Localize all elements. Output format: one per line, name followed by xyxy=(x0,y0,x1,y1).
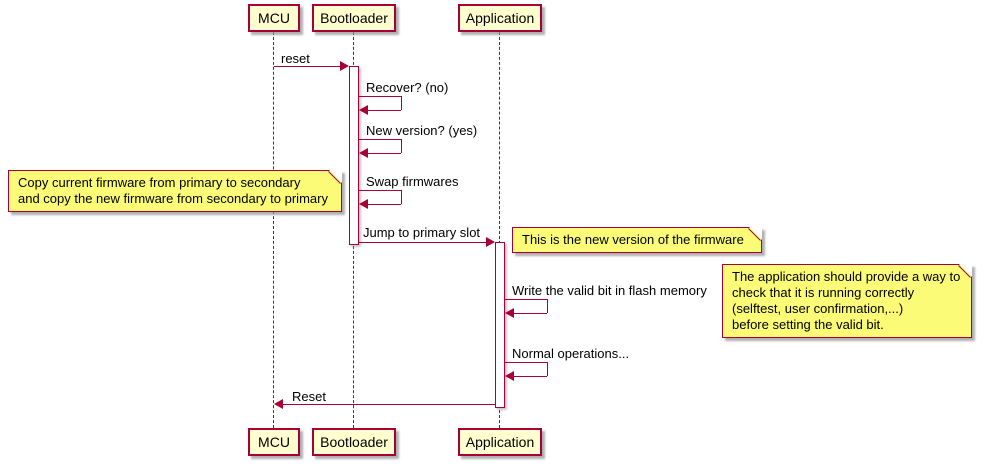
arrowhead-reset-back xyxy=(274,399,283,409)
participant-bootloader-top-label: Bootloader xyxy=(320,10,388,26)
note-selftest: The application should provide a way to … xyxy=(722,264,972,338)
note-new-version: This is the new version of the firmware xyxy=(512,227,762,253)
message-label-reset-back: Reset xyxy=(292,389,326,404)
message-line-write-down xyxy=(547,299,548,313)
participant-bootloader-top: Bootloader xyxy=(312,4,396,32)
message-line-swap-down xyxy=(401,190,402,204)
lifeline-application xyxy=(499,32,500,428)
arrowhead-new-version xyxy=(359,148,368,158)
participant-mcu-bottom-label: MCU xyxy=(258,434,290,450)
message-label-recover: Recover? (no) xyxy=(366,80,449,95)
message-line-normal-back xyxy=(514,376,547,377)
message-label-reset: reset xyxy=(281,51,310,66)
arrowhead-recover xyxy=(359,105,368,115)
arrowhead-swap xyxy=(359,199,368,209)
message-line-new-version-back xyxy=(368,153,401,154)
participant-bootloader-bottom: Bootloader xyxy=(312,428,396,456)
participant-mcu-bottom: MCU xyxy=(248,428,300,456)
message-line-recover-down xyxy=(401,96,402,110)
participant-application-top: Application xyxy=(458,4,542,32)
message-line-jump xyxy=(359,242,486,243)
message-line-recover-back xyxy=(368,110,401,111)
message-line-reset xyxy=(274,66,340,67)
message-line-new-version-out xyxy=(359,139,401,140)
participant-application-bottom-label: Application xyxy=(465,434,535,450)
arrowhead-normal-operations xyxy=(505,371,514,381)
message-line-reset-back xyxy=(283,404,495,405)
activation-bar-bootloader xyxy=(349,66,359,245)
participant-bootloader-bottom-label: Bootloader xyxy=(320,434,388,450)
arrowhead-jump xyxy=(486,237,495,247)
participant-application-top-label: Application xyxy=(465,10,535,26)
message-line-write-out xyxy=(505,299,547,300)
message-line-new-version-down xyxy=(401,139,402,153)
participant-application-bottom: Application xyxy=(458,428,542,456)
note-copy-firmware: Copy current firmware from primary to se… xyxy=(8,170,342,212)
message-label-swap: Swap firmwares xyxy=(366,174,459,189)
activation-bar-application xyxy=(495,242,505,408)
message-label-jump: Jump to primary slot xyxy=(363,225,481,240)
message-line-recover-out xyxy=(359,96,401,97)
message-line-write-back xyxy=(514,313,547,314)
message-line-swap-back xyxy=(368,204,401,205)
message-line-swap-out xyxy=(359,190,401,191)
message-line-normal-down xyxy=(547,362,548,376)
message-label-write-valid-bit: Write the valid bit in flash memory xyxy=(512,283,707,298)
participant-mcu-top-label: MCU xyxy=(258,10,290,26)
participant-mcu-top: MCU xyxy=(248,4,300,32)
arrowhead-reset xyxy=(340,61,349,71)
arrowhead-write-valid-bit xyxy=(505,308,514,318)
message-line-normal-out xyxy=(505,362,547,363)
message-label-new-version: New version? (yes) xyxy=(366,123,478,138)
lifeline-mcu xyxy=(273,32,274,428)
message-label-normal-operations: Normal operations... xyxy=(512,346,630,361)
